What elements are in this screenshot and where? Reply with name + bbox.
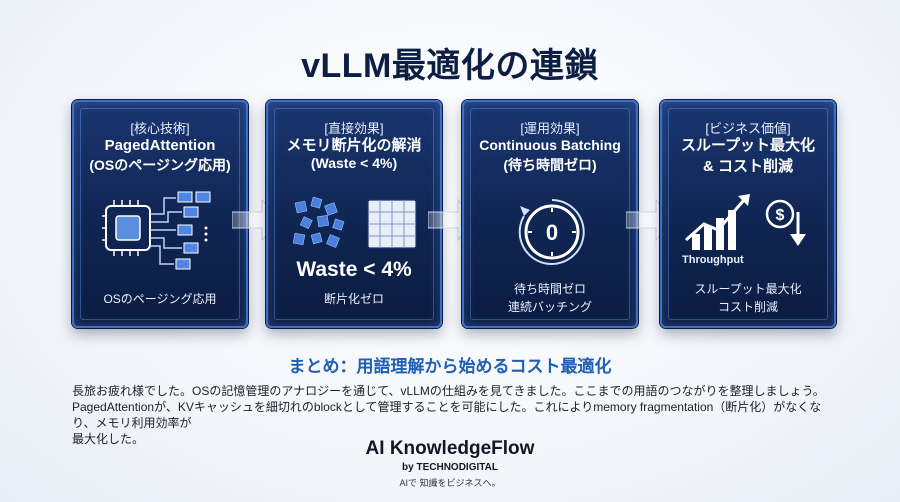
card-continuous-batching: [運用効果] Continuous Batching (待ち時間ゼロ) 0 待ち… (462, 100, 638, 328)
card-tag: [直接効果] (324, 121, 384, 136)
brand-name: AI KnowledgeFlow (365, 438, 535, 459)
card-caption-2: 連続バッチング (507, 300, 592, 314)
throughput-label: Throughput (682, 254, 744, 266)
card-fragmentation: [直接効果] メモリ断片化の解消 (Waste < 4%) Waste < 4%… (266, 100, 442, 328)
summary-line: PagedAttentionが、KVキャッシュを細切れのblockとして管理する… (72, 400, 822, 430)
card-heading: メモリ断片化の解消 (286, 137, 422, 154)
fragments-to-grid-icon (292, 196, 417, 249)
card-heading: Continuous Batching (479, 137, 621, 153)
waste-figure: Waste < 4% (296, 258, 412, 281)
cpu-memory-icon (102, 191, 211, 270)
clock-value: 0 (546, 220, 558, 245)
card-tag: [ビジネス価値] (705, 121, 791, 136)
card-subheading: (Waste < 4%) (310, 155, 398, 171)
card-paged-attention: [核心技術] PagedAttention (OSのページング応用) OSのペー… (72, 100, 248, 328)
brand-byline: by TECHNODIGITAL (402, 462, 498, 473)
card-caption-2: コスト削減 (717, 300, 778, 314)
card-subheading: (OSのページング応用) (89, 157, 231, 173)
card-subheading: (待ち時間ゼロ) (503, 157, 597, 173)
card-tag: [核心技術] (130, 121, 190, 136)
card-heading: PagedAttention (104, 137, 216, 154)
brand-tagline: AIで 知識をビジネスへ。 (399, 478, 501, 488)
summary-line: 最大化した。 (72, 432, 145, 446)
summary-title: まとめ：用語理解から始めるコスト最適化 (288, 357, 612, 376)
throughput-cost-icon: $ (685, 194, 806, 250)
card-heading: スループット最大化 (680, 137, 816, 154)
svg-text:$: $ (776, 207, 785, 224)
card-caption: 待ち時間ゼロ (513, 282, 586, 296)
summary-body: 長旅お疲れ様でした。OSの記憶管理のアナロジーを通じて、vLLMの仕組みを見てき… (72, 383, 842, 447)
card-tag: [運用効果] (520, 121, 580, 136)
card-subheading: & コスト削減 (702, 158, 793, 175)
page-title: vLLM最適化の連鎖 (301, 47, 599, 85)
summary-line: 長旅お疲れ様でした。OSの記憶管理のアナロジーを通じて、vLLMの仕組みを見てき… (72, 384, 825, 398)
card-business-value: [ビジネス価値] スループット最大化 & コスト削減 $ Throughput … (660, 100, 836, 328)
card-caption: スループット最大化 (694, 282, 802, 296)
card-caption: OSのページング応用 (103, 292, 217, 306)
zero-wait-clock-icon: 0 (518, 199, 585, 265)
card-caption: 断片化ゼロ (323, 292, 384, 306)
